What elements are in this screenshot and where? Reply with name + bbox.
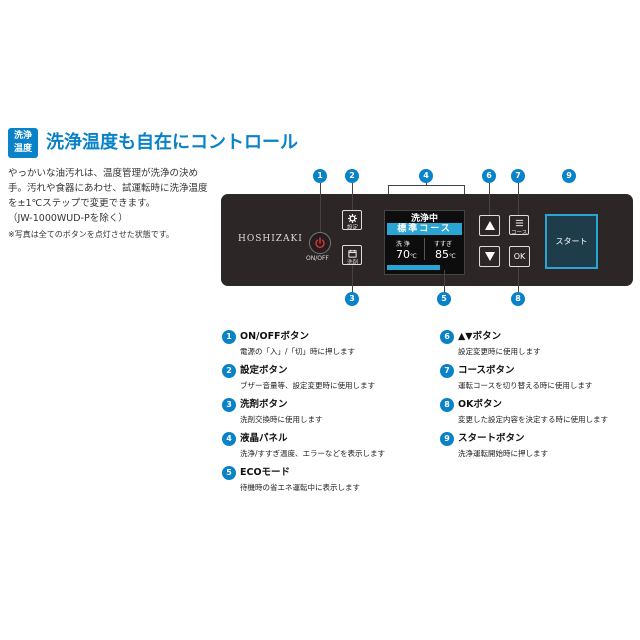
ok-button[interactable]: OK — [509, 246, 530, 267]
rinse-temp-value: 85 — [435, 248, 449, 261]
legend-desc: 設定変更時に使用します — [458, 347, 541, 356]
arrow-up-icon — [485, 221, 495, 230]
callout-3: 3 — [345, 292, 359, 306]
legend-desc: 変更した設定内容を決定する時に使用します — [458, 415, 608, 424]
lcd-rinse-label: すすぎ — [434, 241, 453, 248]
intro-line: やっかいな油汚れは、温度管理が洗浄の決め — [8, 168, 199, 179]
section-badge: 洗浄 温度 — [8, 128, 38, 158]
legend-number: 2 — [222, 364, 236, 378]
intro-line: （JW-1000WUD-Pを除く） — [8, 213, 128, 224]
lcd-status: 洗浄中 — [410, 214, 438, 224]
legend-title: スタートボタン — [458, 433, 525, 444]
legend-desc: 電源の「入」/「切」時に押します — [240, 347, 356, 356]
lcd-wash-temp: 70℃ — [396, 248, 417, 261]
wash-temp-unit: ℃ — [410, 253, 417, 260]
legend-title: ▲▼ボタン — [458, 331, 502, 342]
intro-line: を±1℃ステップで変更できます。 — [8, 198, 156, 209]
legend-title: ON/OFFボタン — [240, 331, 310, 342]
legend-title: 液晶パネル — [240, 433, 288, 444]
photo-note: ※写真は全てのボタンを点灯させた状態です。 — [8, 230, 174, 239]
on-off-button[interactable] — [309, 232, 331, 254]
callout-line-5 — [444, 270, 445, 293]
detergent-button[interactable]: 洗剤 — [342, 245, 362, 266]
lcd-wash-label: 洗 浄 — [396, 241, 410, 248]
callout-1: 1 — [313, 169, 327, 183]
detergent-label: 洗剤 — [347, 260, 359, 266]
legend-number: 3 — [222, 398, 236, 412]
legend-desc: 洗剤交換時に使用します — [240, 415, 323, 424]
legend-title: 設定ボタン — [240, 365, 288, 376]
legend-number: 6 — [440, 330, 454, 344]
callout-line-3 — [352, 265, 353, 292]
badge-line1: 洗浄 — [13, 131, 32, 141]
legend-number: 8 — [440, 398, 454, 412]
legend-desc: 洗浄運転開始時に押します — [458, 449, 548, 458]
lcd-rinse-temp: 85℃ — [435, 248, 456, 261]
menu-icon — [515, 219, 524, 227]
lcd-divider — [424, 238, 425, 260]
start-button[interactable]: スタート — [545, 214, 598, 269]
callout-9: 9 — [562, 169, 576, 183]
intro-text: やっかいな油汚れは、温度管理が洗浄の決め 手。汚れや食器にあわせ、試運転時に洗浄… — [8, 166, 218, 226]
down-button[interactable] — [479, 246, 500, 267]
callout-line-6 — [489, 183, 490, 215]
legend-number: 7 — [440, 364, 454, 378]
wash-temp-value: 70 — [396, 248, 410, 261]
settings-button[interactable]: 設定 — [342, 210, 362, 231]
legend-desc: 洗浄/すすぎ温度、エラーなどを表示します — [240, 449, 386, 458]
legend-desc: ブザー音量等、設定変更時に使用します — [240, 381, 375, 390]
course-button[interactable]: コース — [509, 215, 529, 236]
course-label: コース — [511, 230, 528, 236]
legend-number: 5 — [222, 466, 236, 480]
legend-number: 4 — [222, 432, 236, 446]
callout-2: 2 — [345, 169, 359, 183]
callout-5: 5 — [437, 292, 451, 306]
legend-title: 洗剤ボタン — [240, 399, 288, 410]
gear-icon — [348, 214, 357, 223]
legend-title: OKボタン — [458, 399, 502, 410]
on-off-label: ON/OFF — [306, 255, 329, 262]
callout-line-2 — [352, 183, 353, 210]
legend-title: コースボタン — [458, 365, 515, 376]
page-title: 洗浄温度も自在にコントロール — [46, 132, 298, 153]
callout-line-8 — [518, 267, 519, 293]
legend-desc: 待機時の省エネ運転中に表示します — [240, 483, 360, 492]
callout-4: 4 — [419, 169, 433, 183]
legend-desc: 運転コースを切り替える時に使用します — [458, 381, 593, 390]
callout-bracket-4 — [388, 185, 465, 194]
brand-logo: HOSHIZAKI — [238, 234, 303, 244]
eco-mode-bar — [387, 265, 440, 270]
intro-line: 手。汚れや食器にあわせ、試運転時に洗浄温度 — [8, 183, 208, 194]
up-button[interactable] — [479, 215, 500, 236]
legend-number: 9 — [440, 432, 454, 446]
legend-title: ECOモード — [240, 467, 291, 478]
callout-8: 8 — [511, 292, 525, 306]
callout-line-7 — [518, 183, 519, 215]
legend-number: 1 — [222, 330, 236, 344]
settings-label: 設定 — [347, 225, 359, 231]
power-icon — [315, 237, 325, 249]
badge-line2: 温度 — [13, 144, 32, 154]
rinse-temp-unit: ℃ — [449, 253, 456, 260]
arrow-down-icon — [485, 252, 495, 261]
callout-line-1 — [320, 183, 321, 232]
calendar-icon — [348, 249, 357, 258]
callout-7: 7 — [511, 169, 525, 183]
lcd-course: 標準コース — [387, 223, 462, 235]
callout-6: 6 — [482, 169, 496, 183]
